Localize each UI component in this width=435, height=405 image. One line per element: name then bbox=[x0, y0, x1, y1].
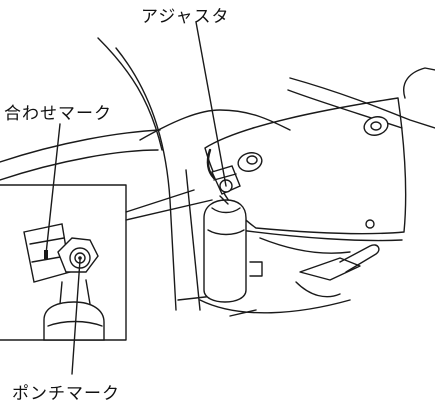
punch-mark-label: ポンチマーク bbox=[12, 384, 120, 404]
panel-bolt-lower bbox=[237, 152, 375, 229]
alignment-mark-leader-line bbox=[45, 123, 61, 255]
inset-adjuster-detail bbox=[23, 223, 105, 341]
adjuster-label: アジャスタ bbox=[141, 7, 230, 27]
punch-mark-leader-line bbox=[71, 259, 81, 375]
pedal-bracket bbox=[199, 237, 380, 317]
panel-bolt-upper bbox=[363, 116, 389, 136]
reservoir-bottle bbox=[203, 199, 247, 303]
adjuster-knob bbox=[206, 148, 241, 205]
inset-frame bbox=[0, 184, 213, 341]
alignment-mark-label: 合わせマーク bbox=[4, 104, 112, 124]
adjuster-leader-line bbox=[195, 21, 227, 187]
body-panel-lines bbox=[0, 37, 435, 311]
